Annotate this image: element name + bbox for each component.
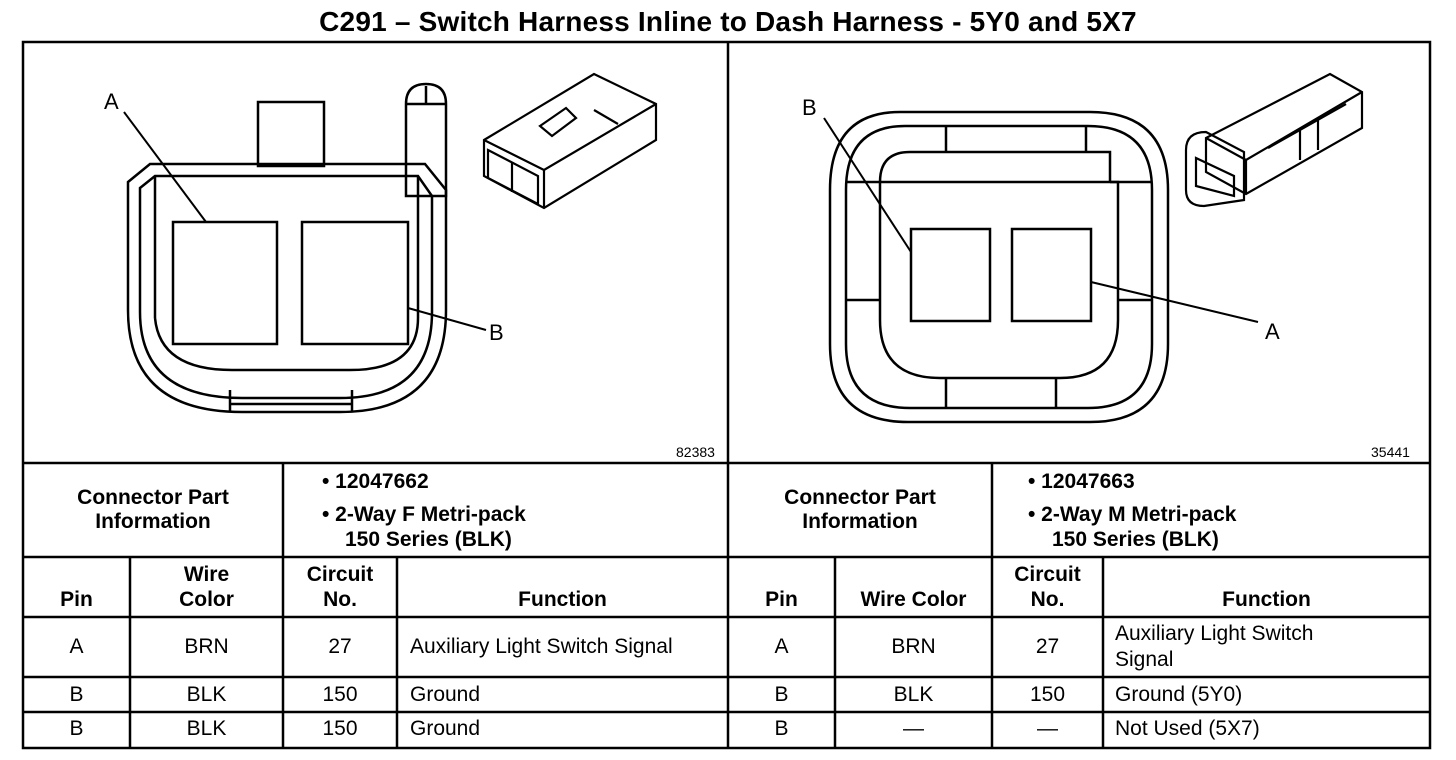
right-part-desc-2: 150 Series (BLK) — [1052, 528, 1219, 551]
right-header-circuit-1: Circuit — [1014, 563, 1081, 586]
left-header-wire-2: Color — [179, 588, 234, 611]
right-row-2-function: Ground (5Y0) — [1115, 683, 1243, 706]
right-row-2-pin: B — [774, 683, 789, 706]
left-row-2-circuit: 150 — [322, 683, 358, 706]
left-row-2-pin: B — [69, 683, 84, 706]
right-row-1-function-2: Signal — [1115, 648, 1174, 671]
left-connector-face — [123, 82, 487, 414]
left-header-circuit-1: Circuit — [306, 563, 374, 586]
right-header-pin: Pin — [765, 588, 798, 611]
left-figure-id: 82383 — [676, 444, 715, 460]
right-row-1-function-1: Auxiliary Light Switch — [1115, 622, 1314, 645]
right-part-info-label-2: Information — [802, 510, 918, 533]
right-row-2-wire: BLK — [893, 683, 934, 706]
left-row-2-function: Ground — [410, 683, 481, 706]
right-header-circuit-2: No. — [1030, 588, 1065, 611]
left-row-3-circuit: 150 — [322, 717, 358, 740]
left-row-1-function: Auxiliary Light Switch Signal — [410, 635, 673, 658]
left-label-b: B — [489, 320, 504, 345]
right-header-wire: Wire Color — [860, 588, 967, 611]
right-part-desc-1: • 2-Way M Metri-pack — [1028, 503, 1237, 526]
right-part-info-label-1: Connector Part — [784, 486, 936, 509]
right-row-1-circuit: 27 — [1035, 635, 1060, 658]
right-figure-id: 35441 — [1371, 444, 1410, 460]
left-header-pin: Pin — [60, 588, 93, 611]
right-row-3-wire: — — [903, 717, 924, 740]
cavity-b-right — [909, 227, 992, 323]
left-row-3-pin: B — [69, 717, 84, 740]
cavity-a — [171, 220, 279, 346]
right-row-1-pin: A — [774, 635, 789, 658]
left-part-info-label-1: Connector Part — [77, 486, 229, 509]
left-row-3-function: Ground — [410, 717, 481, 740]
left-row-2-wire: BLK — [186, 683, 227, 706]
right-connector-face — [823, 110, 1259, 424]
cavity-a-right — [1010, 227, 1093, 323]
left-row-1-circuit: 27 — [328, 635, 352, 658]
left-part-desc-2: 150 Series (BLK) — [345, 528, 512, 551]
outer-frame — [21, 40, 1432, 750]
right-connector-iso — [1184, 72, 1364, 208]
right-part-number: • 12047663 — [1028, 470, 1135, 493]
left-part-info-label-2: Information — [95, 510, 211, 533]
cavity-b — [300, 220, 410, 346]
right-label-a: A — [1265, 319, 1280, 344]
right-row-3-circuit: — — [1037, 717, 1058, 740]
right-row-2-circuit: 150 — [1029, 683, 1066, 706]
right-row-1-wire: BRN — [891, 635, 936, 658]
left-row-1-wire: BRN — [184, 635, 229, 658]
right-label-b: B — [802, 95, 817, 120]
left-header-circuit-2: No. — [323, 588, 357, 611]
left-row-3-wire: BLK — [186, 717, 227, 740]
left-header-wire-1: Wire — [183, 563, 230, 586]
right-row-3-pin: B — [774, 717, 789, 740]
left-label-a: A — [104, 89, 119, 114]
right-header-function: Function — [1222, 588, 1311, 611]
left-part-number: • 12047662 — [322, 470, 429, 493]
left-header-function: Function — [518, 588, 607, 611]
diagram-title: C291 – Switch Harness Inline to Dash Har… — [319, 6, 1137, 37]
right-row-3-function: Not Used (5X7) — [1115, 717, 1260, 740]
left-connector-iso — [482, 72, 658, 210]
left-part-desc-1: • 2-Way F Metri-pack — [322, 503, 526, 526]
left-row-1-pin: A — [69, 635, 84, 658]
